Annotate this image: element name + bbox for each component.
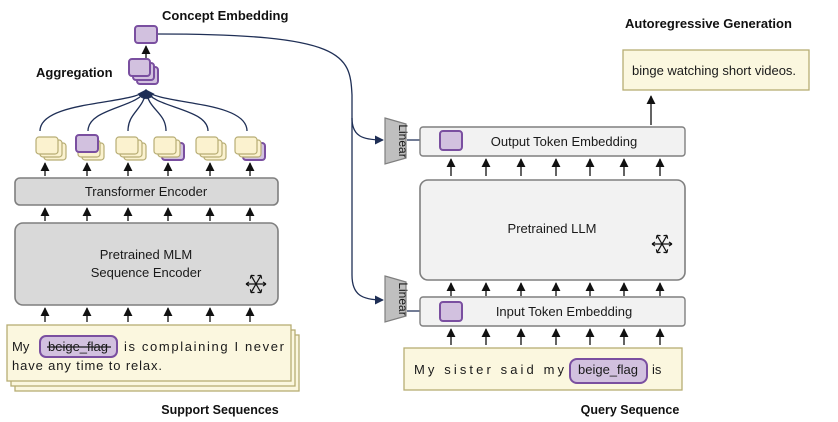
mlm-label-line1: Pretrained MLM (100, 247, 192, 262)
token-stack-6 (234, 136, 266, 161)
query-suffix: is (652, 362, 662, 377)
snowflake-icon (245, 274, 267, 294)
generated-output-box (622, 49, 810, 91)
output-token-embedding-label: Output Token Embedding (491, 134, 637, 149)
linear-output-module (384, 117, 407, 165)
arrows-query-to-input (446, 328, 665, 345)
support-line1-suffix: is complaining I never (124, 339, 285, 354)
pretrained-llm-block (419, 179, 686, 281)
autoregressive-generation-label: Autoregressive Generation (625, 16, 792, 31)
linear-input-module (384, 275, 407, 323)
support-line2: have any time to relax. (12, 358, 162, 373)
pretrained-mlm-block (14, 222, 279, 306)
output-token-embedding-block (419, 126, 686, 157)
query-word: beige_flag (578, 362, 638, 377)
input-token-embedding-block (419, 296, 686, 327)
output-concept-token (439, 130, 463, 151)
arrows-mlm-to-encoder (40, 207, 255, 221)
concept-embedding-token (134, 25, 158, 44)
token-stack-4 (153, 136, 185, 161)
token-stack-1 (35, 136, 67, 161)
transformer-encoder-block (14, 177, 279, 206)
concept-embedding-label: Concept Embedding (162, 8, 288, 23)
arrows-support-to-mlm (40, 307, 255, 322)
support-sequences-label: Support Sequences (161, 403, 278, 417)
aggregation-fan-lines (39, 89, 248, 132)
aggregation-label: Aggregation (36, 65, 113, 80)
token-stack-5 (195, 136, 227, 161)
arrows-input-to-llm (446, 282, 665, 296)
token-stack-2 (75, 134, 105, 161)
concept-to-input-linear-line (351, 118, 384, 305)
generated-output-text: binge watching short videos. (632, 63, 796, 78)
linear-input-label: Linear (396, 282, 410, 315)
query-sequence-label: Query Sequence (581, 403, 680, 417)
token-stack-3 (115, 136, 147, 161)
linear-output-label: Linear (396, 124, 410, 157)
pretrained-llm-label: Pretrained LLM (508, 221, 597, 236)
snowflake-icon (651, 234, 673, 254)
arrows-encoder-to-tokens (40, 162, 255, 176)
mlm-label-line2: Sequence Encoder (91, 265, 202, 280)
aggregated-token-stack (128, 58, 159, 85)
support-line1-prefix: My (12, 339, 30, 354)
input-token-embedding-label: Input Token Embedding (496, 304, 632, 319)
query-word-highlight (569, 358, 648, 384)
concept-to-output-linear-line (157, 33, 384, 145)
input-concept-token (439, 301, 463, 322)
transformer-encoder-label: Transformer Encoder (85, 184, 208, 199)
arrows-llm-to-output (446, 158, 665, 176)
